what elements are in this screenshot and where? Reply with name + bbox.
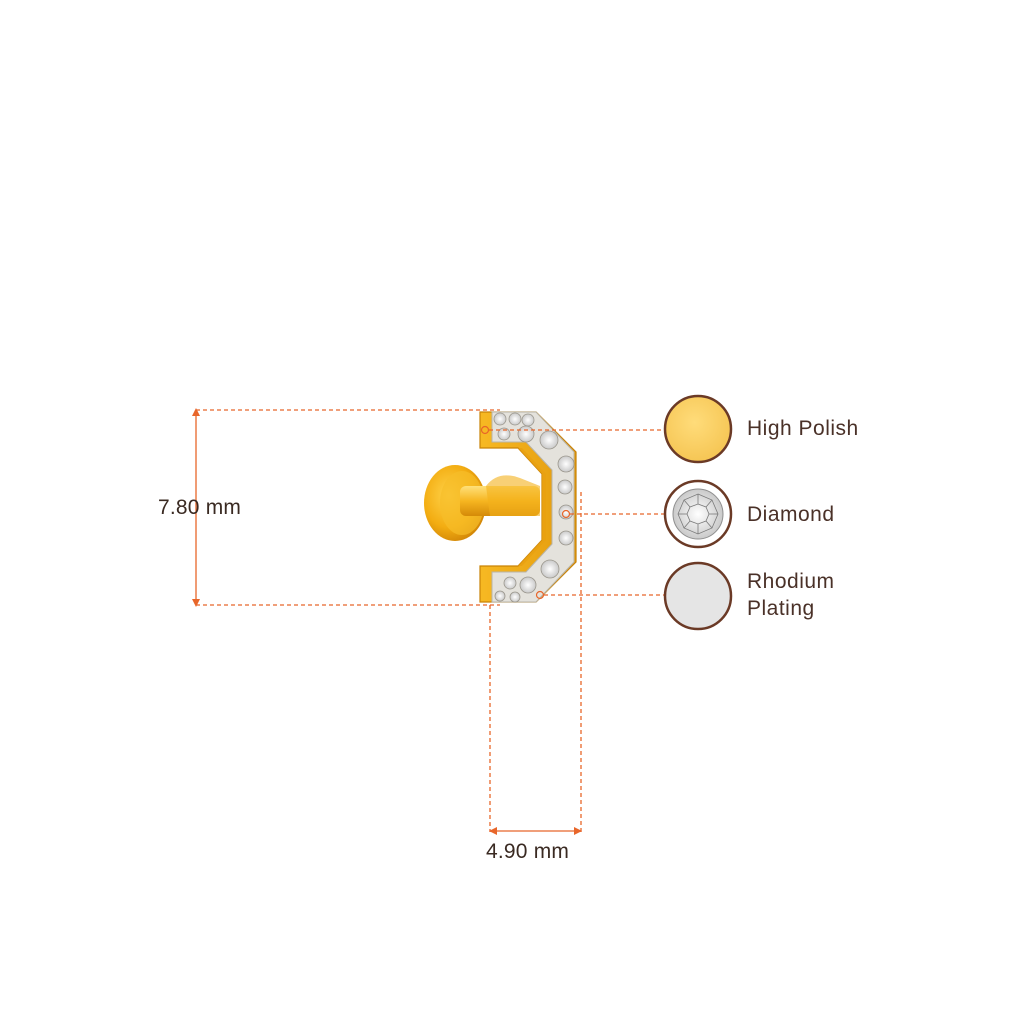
arrow-down-icon	[192, 599, 200, 607]
earring-image	[424, 411, 577, 603]
width-dimension	[489, 492, 582, 835]
callout-point-gold	[480, 425, 490, 435]
arrow-right-icon	[574, 827, 582, 835]
arrow-left-icon	[489, 827, 497, 835]
width-dimension-label: 4.90 mm	[486, 840, 570, 863]
rhodium-swatch	[663, 561, 733, 631]
callout-lines	[489, 429, 665, 596]
legend-label-high-polish: High Polish	[747, 417, 859, 440]
diamond-swatch	[663, 479, 733, 549]
legend-label-diamond: Diamond	[747, 503, 835, 526]
legend-swatches	[663, 394, 733, 631]
diamond-stones	[493, 412, 575, 603]
height-dimension	[192, 408, 500, 607]
callout-point-rhodium	[535, 590, 545, 600]
arrow-up-icon	[192, 408, 200, 416]
callout-point-diamond	[561, 509, 571, 519]
gold-swatch	[663, 394, 733, 464]
height-dimension-label: 7.80 mm	[158, 496, 242, 519]
legend-label-rhodium-plating: Rhodium Plating	[747, 570, 835, 620]
